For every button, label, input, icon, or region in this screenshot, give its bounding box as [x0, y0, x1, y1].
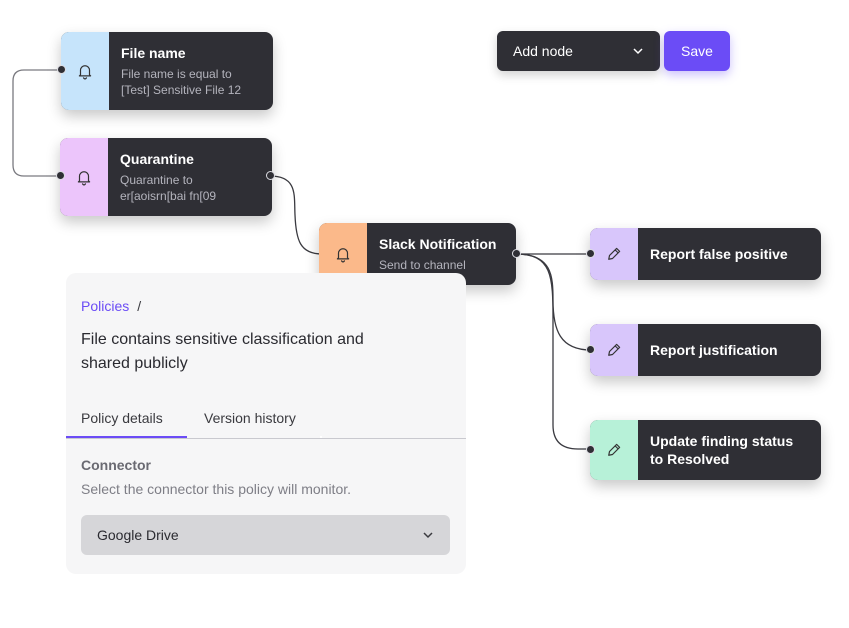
node-title: Report false positive [650, 246, 788, 262]
connector-select-value: Google Drive [97, 527, 179, 543]
policy-panel: Policies / File contains sensitive classi… [66, 273, 466, 574]
node-report-false-positive[interactable]: Report false positive [590, 228, 821, 280]
pencil-icon [608, 247, 621, 260]
breadcrumb-policies-link[interactable]: Policies [81, 298, 130, 314]
save-button[interactable]: Save [664, 31, 730, 71]
node-report-justification[interactable]: Report justification [590, 324, 821, 376]
node-file-name-input-port[interactable] [57, 65, 66, 74]
pencil-icon [608, 343, 621, 356]
node-title: File name [121, 45, 186, 61]
wire-slack-to-update-status [515, 253, 591, 450]
node-update-finding-status[interactable]: Update finding status to Resolved [590, 420, 821, 480]
add-node-dropdown[interactable]: Add node [497, 31, 660, 71]
node-tile [60, 138, 108, 216]
node-title: Slack Notification [379, 236, 497, 252]
node-tile [590, 324, 638, 376]
breadcrumb: Policies / [81, 298, 141, 314]
pencil-icon [608, 443, 621, 456]
node-quarantine[interactable]: Quarantine Quarantine to er[aoisrn[bai f… [60, 138, 272, 216]
chevron-down-icon [633, 48, 643, 55]
node-file-name[interactable]: File name File name is equal to [Test] S… [61, 32, 273, 110]
policy-title: File contains sensitive classification a… [81, 331, 364, 372]
policy-tabs: Policy details Version history [66, 400, 466, 439]
bell-icon [78, 65, 92, 80]
bell-icon [77, 171, 91, 186]
node-tile [590, 420, 638, 480]
wire-slack-to-justification [515, 253, 592, 351]
node-tile [590, 228, 638, 280]
node-slack-output-port[interactable] [512, 249, 521, 258]
node-update-finding-status-input-port[interactable] [586, 445, 595, 454]
bell-icon [336, 248, 350, 263]
breadcrumb-separator: / [137, 298, 142, 314]
node-quarantine-output-port[interactable] [266, 171, 275, 180]
tab-version-history[interactable]: Version history [204, 410, 296, 426]
tab-divider [320, 436, 322, 438]
wire-quarantine-to-slack [269, 175, 323, 255]
add-node-label: Add node [513, 43, 573, 59]
node-subtitle: Quarantine to er[aoisrn[bai fn[09 [120, 173, 217, 203]
node-report-false-positive-input-port[interactable] [586, 249, 595, 258]
connector-label: Connector [81, 457, 151, 473]
connector-help-text: Select the connector this policy will mo… [81, 481, 352, 497]
node-subtitle: Send to channel [379, 258, 466, 272]
node-quarantine-input-port[interactable] [56, 171, 65, 180]
node-subtitle: File name is equal to [Test] Sensitive F… [121, 67, 242, 97]
tab-policy-details[interactable]: Policy details [81, 410, 163, 426]
active-tab-indicator [66, 436, 187, 438]
node-report-justification-input-port[interactable] [586, 345, 595, 354]
node-title: Update finding status to Resolved [650, 433, 794, 467]
chevron-down-icon [423, 532, 433, 539]
connector-select[interactable]: Google Drive [81, 515, 450, 555]
node-title: Report justification [650, 342, 778, 358]
node-tile [61, 32, 109, 110]
node-title: Quarantine [120, 151, 194, 167]
wire-file-to-quarantine [12, 69, 61, 177]
